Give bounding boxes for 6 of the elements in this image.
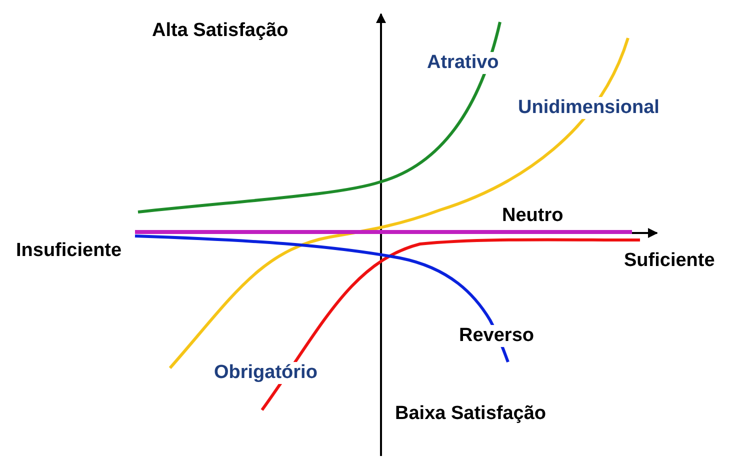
axis-label: Alta Satisfação xyxy=(150,20,290,42)
curve-label: Obrigatório xyxy=(212,362,320,384)
curve-label: Reverso xyxy=(457,325,536,347)
axis-label: Baixa Satisfação xyxy=(393,403,548,425)
curve-label: Atrativo xyxy=(425,52,501,74)
curve-label: Unidimensional xyxy=(516,97,662,119)
